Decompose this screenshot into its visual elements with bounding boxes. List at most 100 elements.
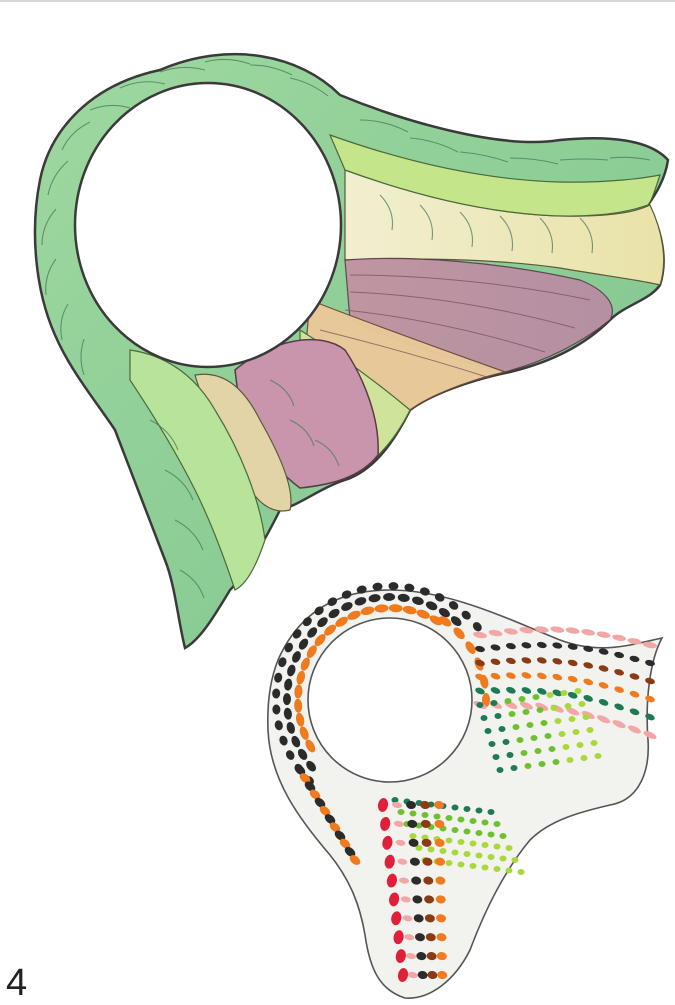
green-dot	[493, 754, 500, 760]
green-dot	[583, 714, 590, 720]
wing-dot	[596, 631, 611, 639]
green-dot	[595, 753, 602, 759]
green-dot	[506, 845, 513, 851]
green-dot	[489, 741, 496, 747]
green-dot	[577, 742, 584, 748]
green-dot	[517, 737, 524, 743]
wing-dot	[581, 628, 596, 636]
green-dot	[505, 698, 512, 704]
green-dot	[591, 740, 598, 746]
ring-hole	[75, 83, 341, 367]
green-dot	[579, 701, 586, 707]
green-dot	[476, 808, 483, 814]
green-dot	[500, 856, 507, 862]
green-dot	[488, 809, 495, 815]
green-dot	[549, 746, 556, 752]
green-dot	[569, 716, 576, 722]
green-dot	[494, 821, 501, 827]
green-dot	[521, 750, 528, 756]
green-dot	[464, 851, 471, 857]
green-dot	[547, 692, 554, 698]
green-dot	[491, 700, 498, 706]
green-dot	[482, 820, 489, 826]
green-dot	[481, 715, 488, 721]
green-dot	[476, 853, 483, 859]
green-dot	[533, 694, 540, 700]
green-dot	[497, 767, 504, 773]
dot-pattern-diagram	[268, 582, 662, 998]
diagram-hole	[308, 618, 472, 782]
green-dot	[470, 841, 477, 847]
green-dot	[555, 718, 562, 724]
green-dot	[398, 809, 405, 815]
green-dot	[446, 860, 453, 866]
green-dot	[509, 711, 516, 717]
green-dot	[434, 814, 441, 820]
green-dot	[458, 817, 465, 823]
green-dot	[563, 744, 570, 750]
green-dot	[452, 805, 459, 811]
green-dot	[464, 806, 471, 812]
green-dot	[587, 727, 594, 733]
green-dot	[446, 838, 453, 844]
wing-dot	[612, 634, 627, 642]
green-dot	[452, 850, 459, 856]
green-dot	[575, 688, 582, 694]
green-dot	[565, 703, 572, 709]
green-dot	[458, 862, 465, 868]
green-dot	[545, 733, 552, 739]
green-dot	[581, 755, 588, 761]
green-dot	[494, 866, 501, 872]
green-dot	[523, 709, 530, 715]
green-dot	[476, 830, 483, 836]
green-dot	[518, 869, 525, 875]
green-dot	[458, 839, 465, 845]
green-dot	[488, 832, 495, 838]
green-dot	[527, 722, 534, 728]
green-dot	[485, 728, 492, 734]
green-dot	[512, 857, 519, 863]
green-dot	[488, 854, 495, 860]
green-dot	[500, 833, 507, 839]
green-dot	[573, 729, 580, 735]
green-dot	[553, 759, 560, 765]
green-dot	[410, 833, 417, 839]
green-dot	[440, 848, 447, 854]
green-dot	[428, 847, 435, 853]
wing-dot	[550, 625, 565, 633]
green-dot	[507, 752, 514, 758]
green-dot	[470, 863, 477, 869]
green-dot	[503, 739, 510, 745]
green-dot	[541, 720, 548, 726]
green-dot	[513, 724, 520, 730]
green-dot	[531, 735, 538, 741]
green-dot	[525, 763, 532, 769]
green-dot	[567, 757, 574, 763]
green-dot	[452, 827, 459, 833]
green-dot	[482, 842, 489, 848]
wing-dot	[565, 626, 580, 634]
green-dot	[559, 731, 566, 737]
green-dot	[477, 702, 484, 708]
green-dot	[506, 868, 513, 874]
green-dot	[537, 707, 544, 713]
green-dot	[511, 765, 518, 771]
leaf-ring-illustration	[35, 54, 668, 648]
green-dot	[519, 696, 526, 702]
green-dot	[551, 705, 558, 711]
green-dot	[422, 812, 429, 818]
green-dot	[410, 811, 417, 817]
green-dot	[535, 748, 542, 754]
green-dot	[464, 829, 471, 835]
green-dot	[470, 818, 477, 824]
green-dot	[561, 690, 568, 696]
green-dot	[494, 844, 501, 850]
page-number: 4	[6, 964, 27, 1002]
green-dot	[499, 726, 506, 732]
green-dot	[539, 761, 546, 767]
green-dot	[495, 713, 502, 719]
green-dot	[446, 815, 453, 821]
green-dot	[482, 865, 489, 871]
